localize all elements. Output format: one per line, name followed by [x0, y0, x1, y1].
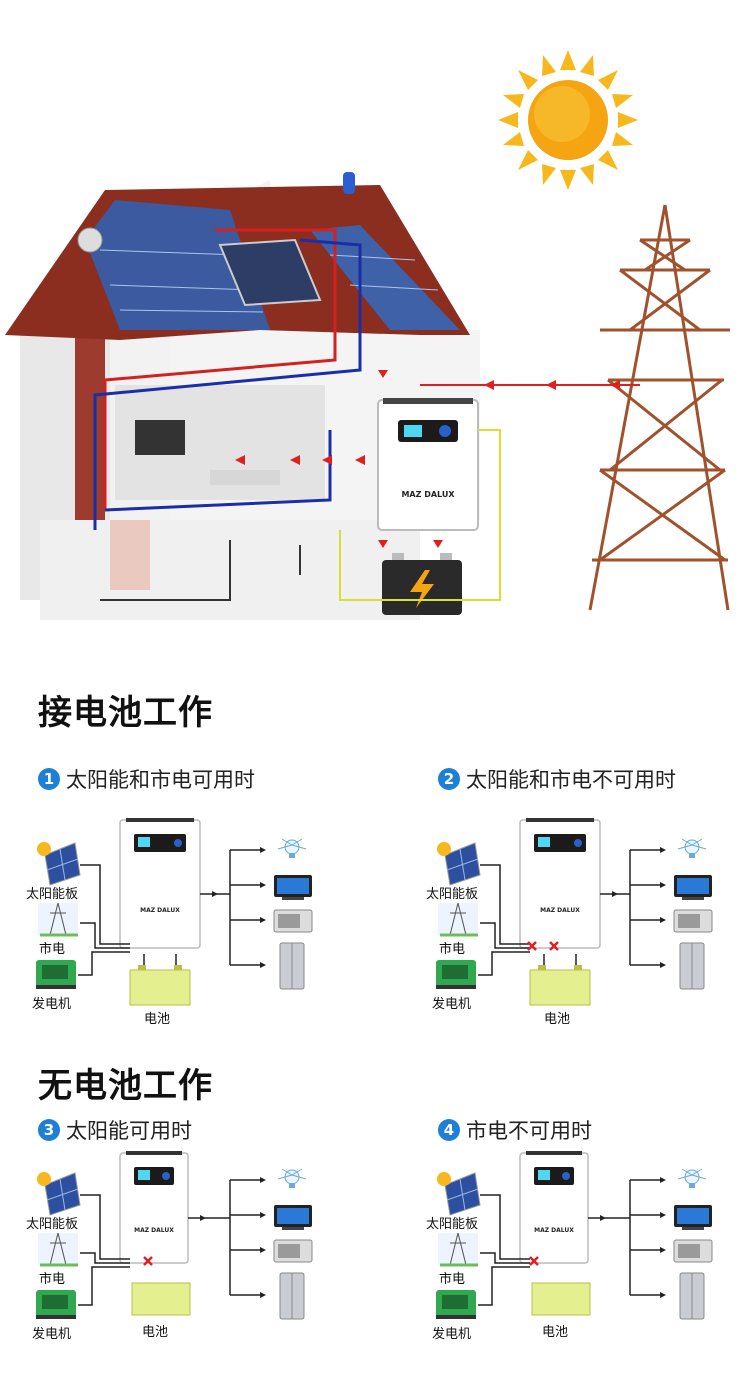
scenario-2-title: 2 太阳能和市电不可用时 — [438, 764, 676, 794]
scenario-1-text: 太阳能和市电可用时 — [66, 768, 255, 792]
scenario-4-number: 4 — [438, 1119, 460, 1141]
power-tower-icon — [588, 204, 730, 611]
output-wires — [600, 847, 666, 968]
monitor-icon — [674, 875, 712, 900]
label-grid: 市电 — [439, 1272, 466, 1287]
label-generator: 发电机 — [32, 1327, 72, 1342]
label-battery: 电池 — [142, 1325, 169, 1340]
output-wires — [588, 1177, 666, 1298]
output-wires — [188, 1177, 266, 1298]
monitor-icon — [674, 1205, 712, 1230]
scenario-2-number: 2 — [438, 768, 460, 790]
scenario-3-text: 太阳能可用时 — [66, 1119, 192, 1143]
label-solar: 太阳能板 — [26, 887, 79, 902]
grid-icon — [438, 902, 478, 937]
monitor-icon — [274, 875, 312, 900]
cross-icon — [143, 1256, 153, 1266]
inverter-icon: MAZ DALUX — [519, 1151, 589, 1264]
inverter-brand: MAZ DALUX — [140, 907, 180, 914]
label-solar: 太阳能板 — [426, 887, 479, 902]
fridge-icon — [279, 942, 305, 990]
input-wires — [478, 864, 530, 976]
cross-icon — [529, 1256, 539, 1266]
solar-panel-icon — [37, 1172, 81, 1216]
bulb-icon — [677, 838, 707, 858]
battery-icon — [131, 1282, 191, 1316]
scenario-2-text: 太阳能和市电不可用时 — [466, 768, 676, 792]
scenario-4-text: 市电不可用时 — [466, 1119, 592, 1143]
inverter-brand: MAZ DALUX — [540, 907, 580, 914]
scenario-1-title: 1 太阳能和市电可用时 — [38, 764, 255, 794]
section-title-with-battery: 接电池工作 — [38, 693, 213, 733]
label-grid: 市电 — [439, 942, 466, 957]
grid-icon — [38, 902, 78, 937]
diagram-1: MAZ DALUX 太阳能板市电发电机电池 — [20, 815, 350, 1027]
label-solar: 太阳能板 — [426, 1217, 479, 1232]
grid-icon — [438, 1232, 478, 1267]
sun-icon — [498, 50, 638, 190]
label-battery: 电池 — [544, 1012, 571, 1027]
scenario-3-title: 3 太阳能可用时 — [38, 1115, 192, 1145]
label-generator: 发电机 — [432, 997, 472, 1012]
inverter-icon: MAZ DALUX — [119, 818, 201, 949]
label-solar: 太阳能板 — [26, 1217, 79, 1232]
inverter-brand: MAZ DALUX — [134, 1227, 174, 1234]
inverter-icon: MAZ DALUX — [377, 398, 479, 531]
monitor-icon — [274, 1205, 312, 1230]
label-grid: 市电 — [39, 942, 66, 957]
diagram-4: MAZ DALUX 太阳能板市电发电机 电池 — [420, 1145, 750, 1355]
solar-panel-icon — [437, 842, 481, 886]
section-title-without-battery: 无电池工作 — [38, 1066, 213, 1106]
bulb-icon — [277, 1168, 307, 1188]
cross-icon — [549, 941, 559, 951]
label-battery: 电池 — [542, 1325, 569, 1340]
bulb-icon — [277, 838, 307, 858]
diagram-svg: MAZ DALUX — [36, 818, 313, 1006]
fridge-icon — [279, 1272, 305, 1320]
input-wires — [478, 1194, 530, 1306]
hero-illustration: MAZ DALUX — [5, 50, 730, 620]
solar-panel-icon — [37, 842, 81, 886]
scenario-1-number: 1 — [38, 768, 60, 790]
generator-icon — [436, 1290, 476, 1319]
cross-icon — [527, 941, 537, 951]
input-wires — [78, 1194, 130, 1306]
label-grid: 市电 — [39, 1272, 66, 1287]
diagram-svg: MAZ DALUX — [436, 818, 713, 1006]
label-generator: 发电机 — [32, 997, 72, 1012]
diagram-3: MAZ DALUX 太阳能板市电发电机 电池 — [20, 1145, 350, 1355]
bulb-icon — [677, 1168, 707, 1188]
generator-icon — [36, 1290, 76, 1319]
diagram-svg: MAZ DALUX — [436, 1151, 713, 1320]
diagram-svg: MAZ DALUX — [36, 1151, 313, 1320]
input-wires — [78, 864, 130, 976]
microwave-icon — [673, 909, 713, 933]
solar-panel-icon — [437, 1172, 481, 1216]
generator-icon — [36, 960, 76, 989]
grid-icon — [38, 1232, 78, 1267]
battery-icon — [529, 965, 591, 1006]
generator-icon — [436, 960, 476, 989]
battery-icon — [382, 553, 462, 615]
scenario-4-title: 4 市电不可用时 — [438, 1115, 592, 1145]
inverter-brand: MAZ DALUX — [534, 1227, 574, 1234]
fridge-icon — [679, 1272, 705, 1320]
fridge-icon — [679, 942, 705, 990]
label-generator: 发电机 — [432, 1327, 472, 1342]
microwave-icon — [273, 1239, 313, 1263]
diagram-2: MAZ DALUX 太阳能板市电发电机电池 — [420, 815, 750, 1027]
battery-icon — [129, 965, 191, 1006]
microwave-icon — [273, 909, 313, 933]
output-wires — [200, 847, 266, 968]
label-battery: 电池 — [144, 1012, 171, 1027]
hero-inverter-brand: MAZ DALUX — [401, 490, 455, 499]
battery-icon — [531, 1282, 591, 1316]
inverter-icon: MAZ DALUX — [519, 818, 601, 949]
microwave-icon — [673, 1239, 713, 1263]
inverter-icon: MAZ DALUX — [119, 1151, 189, 1264]
scenario-3-number: 3 — [38, 1119, 60, 1141]
